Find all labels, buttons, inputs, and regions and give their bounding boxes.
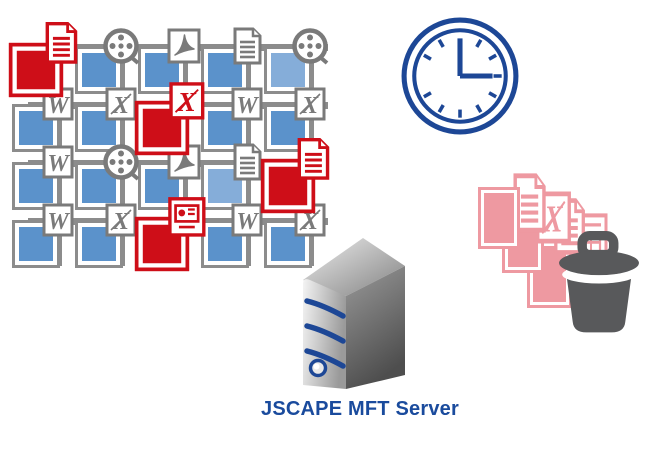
expired-files-group bbox=[462, 168, 661, 348]
file-item bbox=[75, 162, 123, 210]
file-item bbox=[134, 101, 189, 156]
doc-file-icon bbox=[38, 20, 83, 65]
server-power-button-highlight bbox=[313, 363, 320, 370]
file-item bbox=[264, 46, 312, 94]
file-item bbox=[75, 104, 123, 152]
clock-icon bbox=[401, 17, 519, 135]
excel-file-icon bbox=[164, 78, 209, 123]
file-grid bbox=[8, 30, 348, 276]
word-file-icon bbox=[38, 142, 78, 182]
doc-file-icon bbox=[290, 136, 335, 181]
folder-square bbox=[260, 158, 316, 214]
file-item bbox=[75, 46, 123, 94]
file-item bbox=[201, 46, 249, 94]
folder-square bbox=[75, 162, 123, 210]
file-item bbox=[12, 220, 60, 268]
folder-square bbox=[201, 162, 249, 210]
film-file-icon bbox=[290, 26, 330, 66]
server-side-face bbox=[346, 266, 405, 389]
file-item bbox=[134, 217, 189, 272]
file-item bbox=[201, 104, 249, 152]
server-illustration bbox=[303, 238, 405, 389]
folder-square bbox=[264, 46, 312, 94]
word-file-icon bbox=[38, 200, 78, 240]
trash-can-icon bbox=[559, 230, 639, 333]
file-item bbox=[201, 220, 249, 268]
file-item bbox=[260, 158, 316, 214]
file-item bbox=[8, 43, 63, 98]
expired-file-icon bbox=[478, 187, 520, 249]
excel-file-icon bbox=[290, 84, 330, 124]
file-item bbox=[75, 220, 123, 268]
folder-square bbox=[12, 162, 60, 210]
file-item bbox=[201, 162, 249, 210]
word-file-icon bbox=[227, 84, 267, 124]
ppt-file-icon bbox=[164, 194, 209, 239]
file-item bbox=[264, 220, 312, 268]
server-label: JSCAPE MFT Server bbox=[261, 398, 459, 420]
server-vents bbox=[304, 298, 346, 369]
server-top-face bbox=[303, 238, 405, 296]
pdf-file-icon bbox=[164, 26, 204, 66]
file-item bbox=[12, 104, 60, 152]
film-file-icon bbox=[101, 26, 141, 66]
file-item bbox=[12, 162, 60, 210]
doc-file-icon bbox=[227, 26, 267, 66]
